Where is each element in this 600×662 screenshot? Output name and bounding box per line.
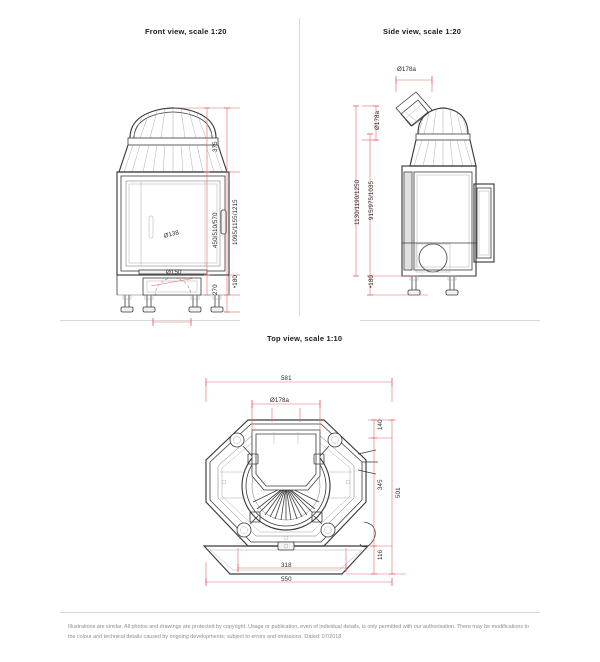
top-dim-rear-depth: 116 [377,549,384,560]
front-view-title: Front view, scale 1:20 [145,27,227,36]
side-view-title: Side view, scale 1:20 [383,27,462,36]
top-dim-inner-width: 318 [281,562,292,569]
top-view-divider-left [60,320,240,321]
footer-divider [60,612,540,613]
front-dim-leg-height: •180 [232,275,239,288]
front-view-dimensions [95,90,255,326]
side-dim-leg-height: •180 [368,275,375,288]
side-dim-top-outlet: Ø178a [397,66,417,73]
top-dim-overall-depth: 501 [395,487,402,498]
front-dim-total-height: 1095/1155/1215 [232,199,239,245]
top-dim-base-width: 550 [281,576,292,583]
top-view-divider-right [360,320,540,321]
top-view-title: Top view, scale 1:10 [267,334,343,343]
side-dim-rear-outlet: Ø178a [374,110,381,130]
front-view-drawing [95,90,245,313]
footer-disclaimer: Illustrations are similar. All photos an… [68,624,530,640]
top-view-dimensions [196,372,416,592]
side-view-dimensions [348,68,508,303]
front-dim-base-height: 270 [212,284,219,295]
front-dim-body-height: 450/510/570 [212,212,219,248]
top-view-drawing [196,398,396,578]
front-dim-dome-height: 375 [212,141,219,152]
vertical-divider [299,18,300,316]
side-dim-body-height: 915/975/1035 [368,180,375,220]
side-dim-total-height: 1130/1190/1250 [354,179,361,225]
top-dim-front-depth: 140 [377,419,384,430]
top-dim-overall-width: 581 [281,375,292,382]
top-dim-outlet: Ø178a [270,397,290,404]
front-dim-base-outlet: Ø150 [166,269,182,276]
top-dim-mid-depth: 345 [377,479,384,490]
